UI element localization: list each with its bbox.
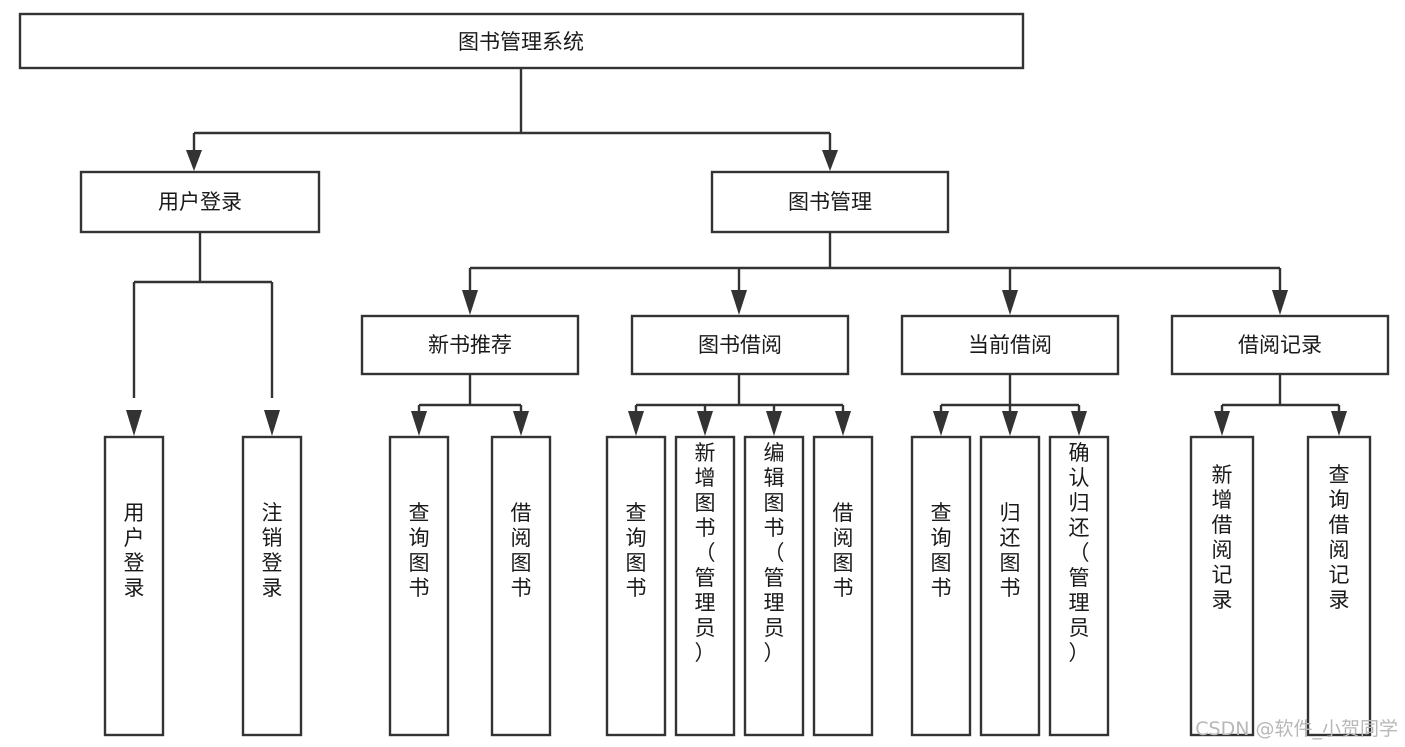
node-current-borrow-box: [900, 314, 1120, 376]
node-user-login-box: [79, 170, 321, 234]
arrow-to-book-manage: [822, 150, 838, 171]
leaf-book-borrow-edit[interactable]: 编辑图书（管理员）: [743, 435, 805, 737]
arrow-to-borrowrecord: [1272, 290, 1288, 315]
arrow-userlogin-leaf-1: [126, 410, 142, 436]
node-new-book-recommend[interactable]: 新书推荐: [360, 314, 580, 376]
arrow-bookborrow-leaf-4: [835, 411, 851, 436]
leaf-borrow-record-query-box: [1306, 435, 1372, 737]
leaf-borrow-record-add[interactable]: 新增借阅记录: [1189, 435, 1255, 737]
arrow-to-bookborrow: [731, 290, 747, 315]
node-root-system-label: 图书管理系统: [458, 30, 584, 54]
leaf-new-book-query[interactable]: 查询图书: [388, 435, 450, 737]
node-book-borrow-label: 图书借阅: [698, 333, 782, 357]
node-book-borrow-box: [630, 314, 850, 376]
node-borrow-record-box: [1170, 314, 1390, 376]
leaf-new-book-borrow-box: [490, 435, 552, 737]
leaf-book-borrow-query-label: 查询图书: [626, 501, 647, 600]
node-book-borrow[interactable]: 图书借阅: [630, 314, 850, 376]
leaf-current-borrow-return[interactable]: 归还图书: [979, 435, 1041, 737]
node-borrow-record-label: 借阅记录: [1238, 333, 1322, 357]
leaf-borrow-record-query[interactable]: 查询借阅记录: [1306, 435, 1372, 737]
leaf-user-login-login-box: [103, 435, 165, 737]
node-new-book-recommend-label: 新书推荐: [428, 333, 512, 357]
leaf-current-borrow-query[interactable]: 查询图书: [910, 435, 972, 737]
arrow-newbook-leaf-2: [513, 411, 529, 436]
arrow-to-currentborrow: [1002, 290, 1018, 315]
leaf-new-book-borrow[interactable]: 借阅图书: [490, 435, 552, 737]
leaf-new-book-query-label: 查询图书: [409, 501, 430, 600]
leaf-borrow-record-query-label: 查询借阅记录: [1329, 463, 1350, 612]
leaf-current-borrow-return-box: [979, 435, 1041, 737]
node-borrow-record[interactable]: 借阅记录: [1170, 314, 1390, 376]
arrow-newbook-leaf-1: [411, 411, 427, 436]
leaf-book-borrow-borrow[interactable]: 借阅图书: [812, 435, 874, 737]
arrow-borrowrecord-leaf-2: [1331, 411, 1347, 436]
node-book-manage-label: 图书管理: [788, 190, 872, 214]
leaf-user-login-logout-box: [241, 435, 303, 737]
arrow-bookborrow-leaf-2: [697, 411, 713, 436]
leaf-book-borrow-query-box: [605, 435, 667, 737]
node-user-login-label: 用户登录: [158, 190, 242, 214]
leaf-borrow-record-add-box: [1189, 435, 1255, 737]
node-book-manage[interactable]: 图书管理: [710, 170, 950, 234]
arrow-bookborrow-leaf-3: [766, 411, 782, 436]
leaf-current-borrow-query-label: 查询图书: [931, 501, 952, 600]
leaf-new-book-query-box: [388, 435, 450, 737]
node-current-borrow[interactable]: 当前借阅: [900, 314, 1120, 376]
leaf-book-borrow-borrow-box: [812, 435, 874, 737]
connector-layer: [126, 68, 1347, 436]
node-root-system-box: [18, 12, 1025, 70]
arrow-bookborrow-leaf-1: [628, 411, 644, 436]
leaf-user-login-login[interactable]: 用户登录: [103, 435, 165, 737]
node-user-login[interactable]: 用户登录: [79, 170, 321, 234]
leaf-user-login-logout[interactable]: 注销登录: [241, 435, 303, 737]
leaf-book-borrow-query[interactable]: 查询图书: [605, 435, 667, 737]
arrow-borrowrecord-leaf-1: [1214, 411, 1230, 436]
leaf-borrow-record-add-label: 新增借阅记录: [1212, 463, 1233, 612]
leaf-book-borrow-add-box: [674, 435, 736, 737]
leaf-current-borrow-confirm-label: 确认归还（管理员）: [1069, 441, 1090, 665]
arrow-currentborrow-leaf-3: [1071, 411, 1087, 436]
leaf-current-borrow-return-label: 归还图书: [1000, 501, 1021, 600]
node-book-manage-box: [710, 170, 950, 234]
leaf-current-borrow-confirm-box: [1048, 435, 1110, 737]
leaf-book-borrow-add[interactable]: 新增图书（管理员）: [674, 435, 736, 737]
leaf-book-borrow-edit-label: 编辑图书（管理员）: [764, 441, 785, 665]
leaf-user-login-login-label: 用户登录: [124, 501, 145, 600]
leaf-new-book-borrow-label: 借阅图书: [511, 501, 532, 600]
node-current-borrow-label: 当前借阅: [968, 333, 1052, 357]
arrow-to-user-login: [186, 150, 202, 171]
node-new-book-recommend-box: [360, 314, 580, 376]
leaf-book-borrow-borrow-label: 借阅图书: [833, 501, 854, 600]
arrow-to-newbook: [462, 290, 478, 315]
csdn-watermark: CSDN @软件_小贺同学: [1195, 718, 1398, 740]
arrow-currentborrow-leaf-1: [933, 411, 949, 436]
leaf-user-login-logout-label: 注销登录: [262, 501, 283, 600]
leaf-book-borrow-add-label: 新增图书（管理员）: [695, 441, 716, 665]
leaf-book-borrow-edit-box: [743, 435, 805, 737]
leaf-current-borrow-confirm[interactable]: 确认归还（管理员）: [1048, 435, 1110, 737]
node-root-system[interactable]: 图书管理系统: [18, 12, 1025, 70]
arrow-userlogin-leaf-2: [264, 410, 280, 436]
leaf-current-borrow-query-box: [910, 435, 972, 737]
arrow-currentborrow-leaf-2: [1002, 411, 1018, 436]
